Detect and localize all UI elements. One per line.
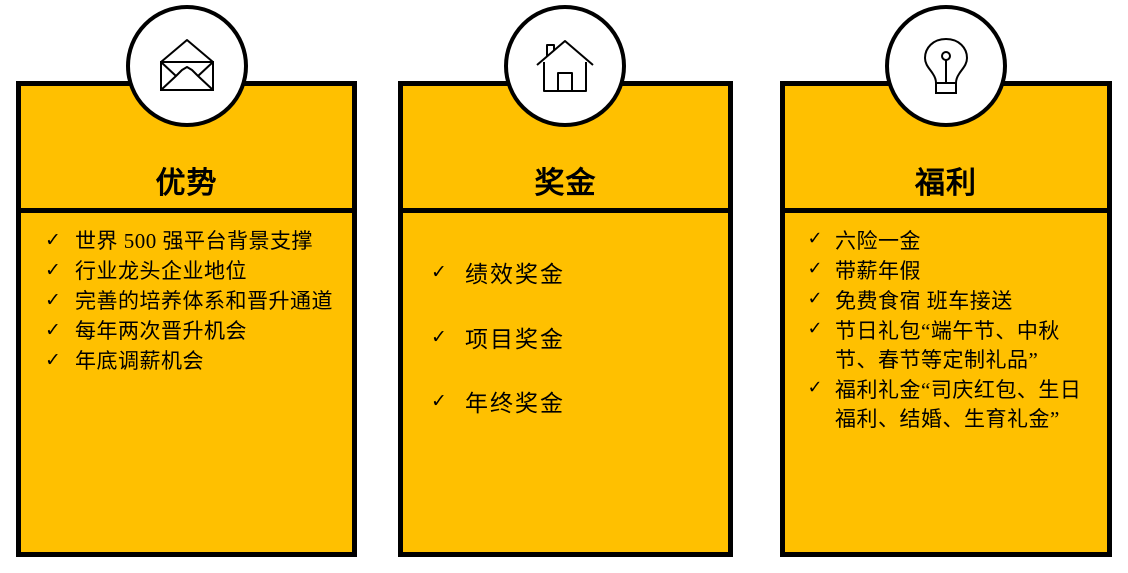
check-icon: ✓: [431, 325, 447, 348]
list-item: ✓ 免费食宿 班车接送: [795, 287, 1097, 316]
check-icon: ✓: [431, 390, 447, 413]
list-item-label: 免费食宿 班车接送: [835, 288, 1013, 313]
list-item-label: 年终奖金: [465, 391, 565, 417]
card-benefits-list: ✓ 六险一金 ✓ 带薪年假 ✓ 免费食宿 班车接送 ✓ 节日礼包“端午节、中秋节…: [795, 227, 1097, 435]
card-advantages-list: ✓ 世界 500 强平台背景支撑 ✓ 行业龙头企业地位 ✓ 完善的培养体系和晋升…: [31, 227, 342, 377]
card-bonus-header: 奖金: [403, 86, 728, 213]
list-item-label: 带薪年假: [835, 258, 921, 283]
check-icon: ✓: [807, 257, 823, 279]
list-item-label: 项目奖金: [465, 326, 565, 352]
card-bonus-title: 奖金: [534, 167, 597, 200]
list-item: ✓ 年终奖金: [413, 388, 718, 420]
check-icon: ✓: [807, 317, 823, 339]
check-icon: ✓: [807, 376, 823, 398]
list-item: ✓ 福利礼金“司庆红包、生日福利、结婚、生育礼金”: [795, 376, 1097, 434]
check-icon: ✓: [807, 287, 823, 309]
list-item: ✓ 完善的培养体系和晋升通道: [31, 287, 342, 316]
list-item-label: 行业龙头企业地位: [75, 258, 247, 283]
check-icon: ✓: [807, 228, 823, 249]
card-bonus: 奖金 ✓ 绩效奖金 ✓ 项目奖金 ✓ 年终奖金: [398, 81, 733, 557]
card-advantages-header: 优势: [21, 86, 352, 213]
list-item-label: 节日礼包“端午节、中秋节、春节等定制礼品”: [835, 318, 1060, 372]
check-icon: ✓: [431, 261, 447, 283]
check-icon: ✓: [45, 258, 61, 281]
check-icon: ✓: [45, 288, 61, 311]
card-benefits: 福利 ✓ 六险一金 ✓ 带薪年假 ✓ 免费食宿 班车接送 ✓ 节日礼包“端午节、: [780, 81, 1112, 557]
list-item: ✓ 带薪年假: [795, 257, 1097, 286]
envelope-icon: [160, 39, 214, 91]
card-advantages-body: ✓ 世界 500 强平台背景支撑 ✓ 行业龙头企业地位 ✓ 完善的培养体系和晋升…: [21, 213, 352, 552]
lightbulb-icon: [924, 38, 968, 94]
list-item-label: 完善的培养体系和晋升通道: [75, 288, 333, 313]
check-icon: ✓: [45, 348, 61, 371]
icon-bubble-bonus: [504, 5, 626, 127]
list-item-label: 世界 500 强平台背景支撑: [75, 229, 313, 253]
card-advantages-title: 优势: [155, 167, 218, 200]
list-item-label: 六险一金: [835, 229, 921, 253]
card-advantages: 优势 ✓ 世界 500 强平台背景支撑 ✓ 行业龙头企业地位 ✓ 完善的培养体系…: [16, 81, 357, 557]
list-item: ✓ 项目奖金: [413, 324, 718, 356]
card-benefits-title: 福利: [915, 167, 977, 200]
house-icon: [536, 40, 594, 92]
list-item: ✓ 六险一金: [795, 227, 1097, 256]
icon-bubble-benefits: [885, 5, 1007, 127]
card-bonus-body: ✓ 绩效奖金 ✓ 项目奖金 ✓ 年终奖金: [403, 213, 728, 552]
list-item-label: 每年两次晋升机会: [75, 318, 247, 343]
list-item: ✓ 世界 500 强平台背景支撑: [31, 227, 342, 256]
list-item-label: 绩效奖金: [465, 262, 565, 287]
card-bonus-list: ✓ 绩效奖金 ✓ 项目奖金 ✓ 年终奖金: [413, 241, 718, 453]
list-item-label: 年底调薪机会: [75, 348, 204, 373]
list-item: ✓ 行业龙头企业地位: [31, 257, 342, 286]
card-benefits-header: 福利: [785, 86, 1107, 213]
list-item: ✓ 每年两次晋升机会: [31, 317, 342, 346]
icon-bubble-advantages: [126, 5, 248, 127]
list-item: ✓ 节日礼包“端午节、中秋节、春节等定制礼品”: [795, 317, 1097, 375]
check-icon: ✓: [45, 318, 61, 341]
check-icon: ✓: [45, 229, 61, 251]
list-item: ✓ 绩效奖金: [413, 259, 718, 291]
card-benefits-body: ✓ 六险一金 ✓ 带薪年假 ✓ 免费食宿 班车接送 ✓ 节日礼包“端午节、中秋节…: [785, 213, 1107, 552]
list-item-label: 福利礼金“司庆红包、生日福利、结婚、生育礼金”: [835, 377, 1082, 431]
list-item: ✓ 年底调薪机会: [31, 347, 342, 376]
